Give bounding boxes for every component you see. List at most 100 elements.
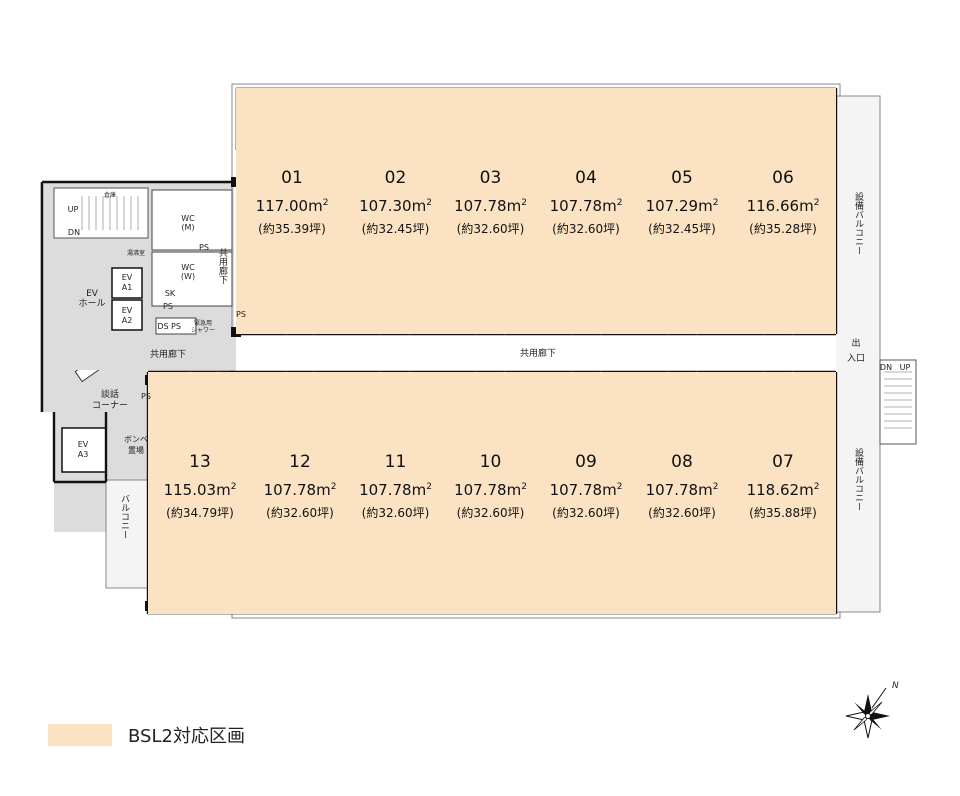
unit-03-area: 107.78m2	[454, 197, 527, 215]
wc-w-label: WC	[181, 263, 195, 272]
unit-13-fill	[148, 372, 252, 614]
unit-13-tsubo: (約34.79坪)	[166, 505, 234, 520]
unit-01-tsubo: (約35.39坪)	[258, 221, 326, 236]
talk-corner-label-1: 談話	[101, 388, 119, 400]
legend-swatch	[48, 724, 112, 746]
ev-hall-label-2: ホール	[78, 298, 105, 309]
unit-10-number: 10	[480, 452, 502, 472]
unit-02-number: 02	[385, 168, 407, 188]
unit-07-area: 118.62m2	[747, 481, 820, 499]
unit-12-fill	[252, 372, 348, 614]
ev-a3-shaft	[61, 427, 107, 473]
corridor-vertical-label: 共用廊下	[217, 248, 228, 285]
unit-03-fill	[443, 88, 538, 334]
unit-11-area: 107.78m2	[359, 481, 432, 499]
unit-02-tsubo: (約32.45坪)	[362, 221, 430, 236]
ev-a1-label-1: EV	[122, 273, 133, 282]
unit-04-number: 04	[575, 168, 597, 188]
stair-west	[53, 187, 149, 239]
west-balcony	[105, 479, 153, 589]
compass-icon: N	[845, 681, 899, 739]
balcony-left-label: バルコニー	[119, 494, 130, 539]
unit-10-tsubo: (約32.60坪)	[457, 505, 525, 520]
unit-06-tsubo: (約35.28坪)	[749, 221, 817, 236]
unit-02-fill	[348, 88, 443, 334]
corridor-left-label: 共用廊下	[150, 348, 186, 360]
wc-m-label: WC	[181, 214, 195, 223]
sk-label: SK	[165, 289, 176, 298]
compass-north-label: N	[892, 681, 899, 691]
kitchen-label: 湯沸室	[127, 249, 145, 257]
ev-hall-label-1: EV	[86, 289, 99, 299]
balcony-right-bottom-label: 設備バルコニー	[853, 447, 864, 511]
room-labels: 共用廊下 共用廊下 EV ホール EV A1 EV A2 EV A3 談話 コー…	[68, 191, 911, 539]
unit-13-area: 115.03m2	[164, 481, 237, 499]
unit-01-area: 117.00m2	[256, 197, 329, 215]
balcony-right-top-label: 設備バルコニー	[853, 191, 864, 255]
building-structure	[40, 83, 917, 619]
ps-label-core: PS	[171, 322, 181, 331]
unit-06-area: 116.66m2	[747, 197, 820, 215]
up-label-left: UP	[68, 205, 79, 214]
ds-label: DS	[157, 322, 168, 331]
tenant-units: 01 117.00m2 (約35.39坪) 02 107.30m2 (約32.45坪) 03…	[148, 88, 836, 614]
wc-m-label-2: (M)	[181, 223, 194, 232]
unit-05-area: 107.29m2	[646, 197, 719, 215]
unit-09-area: 107.78m2	[550, 481, 623, 499]
unit-08-tsubo: (約32.60坪)	[648, 505, 716, 520]
ev-a1-shaft	[111, 267, 143, 299]
unit-09-number: 09	[575, 452, 597, 472]
entrance-label-2: 入口	[847, 353, 865, 364]
ev-a3-label-2: A3	[78, 450, 89, 459]
ps-label-corridor: PS	[236, 310, 246, 319]
unit-07-tsubo: (約35.88坪)	[749, 505, 817, 520]
unit-10-fill	[443, 372, 538, 614]
ps-label-core-2: PS	[163, 302, 173, 311]
unit-01-fill	[236, 88, 348, 334]
ev-a1-label-2: A1	[122, 283, 133, 292]
ev-a3-label-1: EV	[78, 440, 89, 449]
main-corridor-fill	[236, 334, 836, 372]
unit-02-area: 107.30m2	[359, 197, 432, 215]
unit-11-fill	[348, 372, 443, 614]
unit-08-area: 107.78m2	[646, 481, 719, 499]
unit-06-fill	[730, 88, 836, 334]
ps-label-core-3: PS	[199, 243, 209, 252]
ev-a2-label-2: A2	[122, 316, 133, 325]
shower-label-2: シャワー	[191, 327, 215, 334]
unit-06-number: 06	[772, 168, 794, 188]
unit-04-area: 107.78m2	[550, 197, 623, 215]
wc-w-label-2: (W)	[181, 272, 195, 281]
unit-09-fill	[538, 372, 634, 614]
unit-13-number: 13	[189, 452, 211, 472]
bombe-label-1: ボンベ	[124, 435, 148, 444]
unit-03-number: 03	[480, 168, 502, 188]
corridor-main-label: 共用廊下	[520, 347, 556, 359]
ps-label-bottom-left: PS	[141, 392, 151, 401]
unit-12-area: 107.78m2	[264, 481, 337, 499]
unit-10-area: 107.78m2	[454, 481, 527, 499]
unit-01-number: 01	[281, 168, 303, 188]
unit-04-fill	[538, 88, 634, 334]
shower-label-1: 緊急用	[194, 319, 212, 327]
entrance-label-1: 出	[851, 337, 860, 349]
dn-label-right: DN	[880, 363, 892, 372]
up-label-right: UP	[900, 363, 911, 372]
corridor-west-fill	[40, 336, 240, 370]
unit-04-tsubo: (約32.60坪)	[552, 221, 620, 236]
unit-12-tsubo: (約32.60坪)	[266, 505, 334, 520]
ev-a2-shaft	[111, 299, 143, 331]
ev-a2-label-1: EV	[122, 306, 133, 315]
unit-05-number: 05	[671, 168, 693, 188]
unit-08-fill	[634, 372, 730, 614]
legend-label: BSL2対応区画	[128, 726, 245, 747]
unit-05-tsubo: (約32.45坪)	[648, 221, 716, 236]
unit-05-fill	[634, 88, 730, 334]
talk-corner-label-2: コーナー	[92, 400, 128, 411]
unit-07-number: 07	[772, 452, 794, 472]
unit-11-tsubo: (約32.60坪)	[362, 505, 430, 520]
ds-ps-room	[155, 317, 197, 335]
unit-11-number: 11	[385, 452, 407, 472]
wc-women	[151, 251, 233, 307]
